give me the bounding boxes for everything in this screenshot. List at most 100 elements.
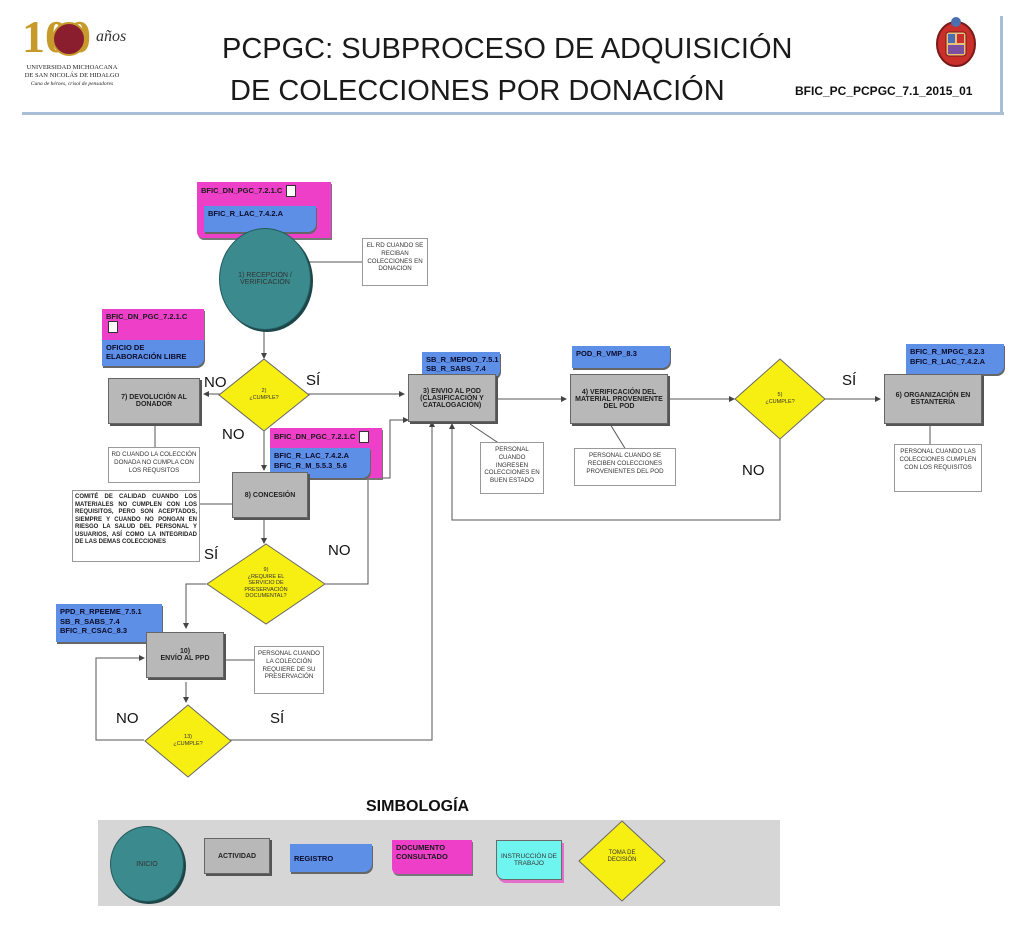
legend-register-label: REGISTRO	[294, 853, 334, 863]
act7-label: 7) DEVOLUCIÓN AL DONADOR	[121, 394, 187, 408]
act10-label-1: 10)	[179, 648, 191, 655]
title-line-2: DE COLECCIONES POR DONACIÓN	[230, 75, 725, 107]
legend-title: SIMBOLOGÍA	[366, 798, 470, 815]
note-pod-text: PERSONAL CUANDO INGRESEN COLECCIONES EN …	[484, 446, 540, 484]
file-icon	[359, 431, 370, 443]
reg5-label-1: SB_R_MEPOD_7.5.1	[426, 355, 499, 364]
reg4-label-1: PPD_R_RPEEME_7.5.1	[60, 607, 142, 616]
decision-2: 2) ¿CUMPLE?	[218, 358, 310, 432]
reg3-label-2: BFIC_R_M_5.5.3_5.6	[274, 461, 347, 470]
header-right-line	[1000, 16, 1003, 115]
label-si-dec2: SÍ	[306, 372, 321, 389]
logo-seal-icon	[52, 22, 86, 56]
dec9-label-3: SERVICIO DE	[248, 580, 284, 587]
dec13-label-2: ¿CUMPLE?	[173, 740, 203, 747]
register-7: BFIC_R_MPGC_8.2.3 BFIC_R_LAC_7.4.2.A	[906, 344, 1004, 374]
reg7-label-2: BFIC_R_LAC_7.4.2.A	[910, 357, 986, 366]
note-rd-text: EL RD CUANDO SE RECIBAN COLECCIONES EN D…	[366, 242, 424, 273]
note-pod: PERSONAL CUANDO INGRESEN COLECCIONES EN …	[480, 442, 544, 494]
act6-label: 6) ORGANIZACIÓN EN ESTANTERÍA	[895, 392, 971, 406]
dec9-label-5: DOCUMENTAL?	[245, 593, 287, 600]
note-quality-committee: COMITÉ DE CALIDAD CUANDO LOS MATERIALES …	[72, 490, 200, 562]
legend-decision-label: TOMA DE DECISIÓN	[607, 850, 637, 864]
legend-register-symbol: REGISTRO	[290, 844, 372, 872]
note-vmp: PERSONAL CUANDO SE RECIBEN COLECCIONES P…	[574, 448, 676, 486]
dec9-label-2: ¿REQUIRE EL	[247, 573, 285, 580]
note-comite-text: COMITÉ DE CALIDAD CUANDO LOS MATERIALES …	[75, 494, 197, 545]
reg5-label-2: SB_R_SABS_7.4	[426, 364, 486, 373]
activity-6-shelving: 6) ORGANIZACIÓN EN ESTANTERÍA	[884, 374, 982, 424]
register-4: PPD_R_RPEEME_7.5.1 SB_R_SABS_7.4 BFIC_R_…	[56, 604, 162, 642]
register-1: BFIC_R_LAC_7.4.2.A	[204, 206, 316, 232]
file-icon	[108, 321, 118, 333]
label-no-dec2: NO	[204, 374, 227, 391]
title-line-1: PCPGC: SUBPROCESO DE ADQUISICIÓN	[222, 33, 793, 65]
label-no-dec9: NO	[328, 542, 351, 559]
note-shelving: PERSONAL CUANDO LAS COLECCIONES CUMPLEN …	[894, 444, 982, 492]
start-node: 1) RECEPCIÓN / VERIFICACIÓN	[219, 228, 311, 330]
legend-instruction-label: INSTRUCCIÓN DE TRABAJO	[501, 853, 557, 867]
dec5-label-1: 5)	[777, 392, 783, 398]
document-code: BFIC_PC_PCPGC_7.1_2015_01	[795, 84, 973, 98]
reg1-label: BFIC_R_LAC_7.4.2.A	[208, 209, 284, 218]
reg2-label: OFICIO DE ELABORACIÓN LIBRE	[106, 343, 187, 361]
doc2-label: BFIC_DN_PGC_7.2.1.C	[106, 312, 188, 321]
act10-label-2: ENVÍO AL PPD	[160, 655, 210, 662]
decision-9: 9) ¿REQUIRE EL SERVICIO DE PRESERVACIÓN …	[206, 543, 326, 625]
legend-instruction-symbol: INSTRUCCIÓN DE TRABAJO	[496, 840, 562, 880]
register-5: SB_R_MEPOD_7.5.1 SB_R_SABS_7.4	[422, 352, 500, 378]
header-bottom-line	[22, 112, 1004, 115]
decision-5: 5) ¿CUMPLE?	[734, 358, 826, 440]
logo-university-1: UNIVERSIDAD MICHOACANA	[26, 64, 118, 71]
label-no-dec13: NO	[116, 710, 139, 727]
doc1-label: BFIC_DN_PGC_7.2.1.C	[201, 185, 283, 195]
legend-start-symbol: INICIO	[110, 826, 184, 902]
activity-7-return: 7) DEVOLUCIÓN AL DONADOR	[108, 378, 200, 424]
legend-activity-label: ACTIVIDAD	[217, 852, 257, 860]
label-no-dec2-down: NO	[222, 426, 245, 443]
label-si-dec9: SÍ	[204, 546, 219, 563]
note-est-text: PERSONAL CUANDO LAS COLECCIONES CUMPLEN …	[899, 448, 977, 471]
reg4-label-3: BFIC_R_CSAC_8.3	[60, 626, 128, 635]
decision-13: 13) ¿CUMPLE?	[144, 704, 232, 778]
reg7-label-1: BFIC_R_MPGC_8.2.3	[910, 347, 985, 356]
dec9-label-1: 9)	[263, 567, 269, 573]
start-label-1: 1) RECEPCIÓN /	[238, 272, 292, 279]
register-6: POD_R_VMP_8.3	[572, 346, 670, 368]
dec9-label-4: PRESERVACIÓN	[244, 586, 288, 593]
logo-word: años	[96, 28, 127, 45]
register-2: OFICIO DE ELABORACIÓN LIBRE	[102, 340, 204, 366]
note-rd2-text: RD CUANDO LA COLECCIÓN DONADA NO CUMPLA …	[111, 451, 197, 474]
page-title: PCPGC: SUBPROCESO DE ADQUISICIÓN DE COLE…	[180, 28, 820, 112]
dec2-label-2: ¿CUMPLE?	[249, 394, 279, 401]
activity-4-verification: 4) VERIFICACIÓN DEL MATERIAL PROVENIENTE…	[570, 374, 668, 424]
label-si-dec13: SÍ	[270, 710, 285, 727]
university-logo: 100 años UNIVERSIDAD MICHOACANA DE SAN N…	[22, 14, 132, 92]
note-ppd-text: PERSONAL CUANDO LA COLECCIÓN REQUIERE DE…	[257, 650, 320, 681]
activity-3-send-pod: 3) ENVIO AL POD (CLASIFICACIÓN Y CATALOG…	[408, 374, 496, 422]
file-icon	[286, 185, 297, 197]
logo-motto: Cuna de héroes, crisol de pensadores	[30, 81, 114, 87]
act4-label: 4) VERIFICACIÓN DEL MATERIAL PROVENIENTE…	[575, 388, 663, 410]
label-no-dec5: NO	[742, 462, 765, 479]
activity-8-concession: 8) CONCESIÓN	[232, 472, 308, 518]
logo-university-2: DE SAN NICOLÁS DE HIDALGO	[24, 72, 120, 79]
library-crest-icon	[934, 14, 978, 68]
doc3-label: BFIC_DN_PGC_7.2.1.C	[274, 431, 356, 441]
dec5-label-2: ¿CUMPLE?	[765, 398, 795, 405]
note-vmp-text: PERSONAL CUANDO SE RECIBEN COLECCIONES P…	[586, 452, 664, 475]
act8-label: 8) CONCESIÓN	[244, 491, 296, 499]
note-rd-reception: EL RD CUANDO SE RECIBAN COLECCIONES EN D…	[362, 238, 428, 286]
legend-document-symbol: DOCUMENTO CONSULTADO	[392, 840, 472, 874]
legend-document-label: DOCUMENTO CONSULTADO	[396, 843, 448, 861]
reg4-label-2: SB_R_SABS_7.4	[60, 616, 120, 626]
activity-10-send-ppd: 10) ENVÍO AL PPD	[146, 632, 224, 678]
reg3-label-1: BFIC_R_LAC_7.4.2.A	[274, 451, 350, 460]
dec13-label-1: 13)	[184, 734, 192, 740]
legend-activity-symbol: ACTIVIDAD	[204, 838, 270, 874]
dec2-label-1: 2)	[261, 388, 267, 394]
legend-start-label: INICIO	[136, 860, 158, 868]
act3-label: 3) ENVIO AL POD (CLASIFICACIÓN Y CATALOG…	[420, 387, 484, 409]
legend-decision-symbol: TOMA DE DECISIÓN	[578, 820, 666, 902]
